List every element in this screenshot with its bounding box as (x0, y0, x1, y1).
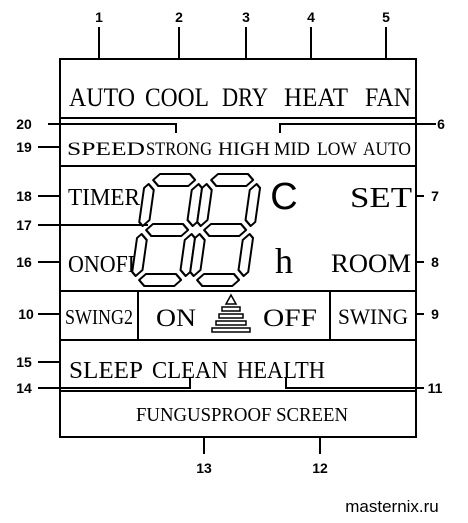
leader-lines (38, 27, 436, 454)
callout-number: 11 (428, 380, 443, 396)
panel-frame (59, 58, 417, 438)
callout-number: 15 (16, 354, 32, 370)
speed-mid-label: MID (274, 139, 310, 160)
timer-label: TIMER (68, 185, 140, 211)
swing2-label: SWING2 (65, 305, 133, 329)
callout-number: 8 (431, 254, 439, 270)
swing-label: SWING (338, 304, 408, 329)
callout-number: 16 (16, 254, 32, 270)
callout-number: 10 (18, 306, 34, 322)
mode-label-cool: COOL (145, 83, 209, 112)
sleep-label: SLEEP (69, 358, 143, 384)
onoff-label: ONOFF (68, 252, 140, 278)
swing-triangle-icon (211, 293, 251, 333)
speed-label: SPEED (67, 139, 145, 160)
seven-segment-digit (189, 173, 262, 287)
callout-number: 3 (242, 9, 250, 25)
mode-label-dry: DRY (222, 83, 268, 112)
set-label: SET (350, 183, 412, 214)
callout-number: 4 (307, 9, 315, 25)
clean-label: CLEAN (152, 358, 228, 384)
callout-number: 19 (16, 139, 32, 155)
watermark: masternix.ru (345, 497, 439, 516)
speed-low-label: LOW (317, 139, 357, 160)
callout-number: 12 (312, 460, 328, 476)
speed-strong-label: STRONG (146, 139, 212, 160)
speed-high-label: HIGH (218, 139, 270, 160)
mode-label-heat: HEAT (284, 83, 348, 112)
swing-on-label: ON (156, 305, 196, 332)
celsius-symbol: C (270, 176, 297, 218)
callout-number: 7 (431, 188, 439, 204)
seven-segment-digit (131, 173, 204, 287)
mode-label-fan: FAN (365, 83, 411, 112)
callout-number: 14 (16, 380, 32, 396)
callout-number: 20 (16, 116, 32, 132)
room-label: ROOM (331, 249, 411, 278)
mode-label-auto: AUTO (69, 83, 135, 112)
callout-number: 6 (437, 116, 445, 132)
callout-number: 2 (175, 9, 183, 25)
callout-number: 5 (382, 9, 390, 25)
callout-number: 13 (196, 460, 212, 476)
callout-number: 17 (16, 217, 32, 233)
speed-auto-label: AUTO (363, 139, 411, 160)
callout-number: 18 (16, 188, 32, 204)
health-label: HEALTH (237, 358, 325, 384)
swing-off-label: OFF (263, 305, 317, 332)
callout-number: 9 (431, 306, 439, 322)
fungusproof-screen-label: FUNGUSPROOF SCREEN (136, 404, 348, 426)
hour-symbol: h (275, 241, 293, 281)
callout-number: 1 (95, 9, 103, 25)
